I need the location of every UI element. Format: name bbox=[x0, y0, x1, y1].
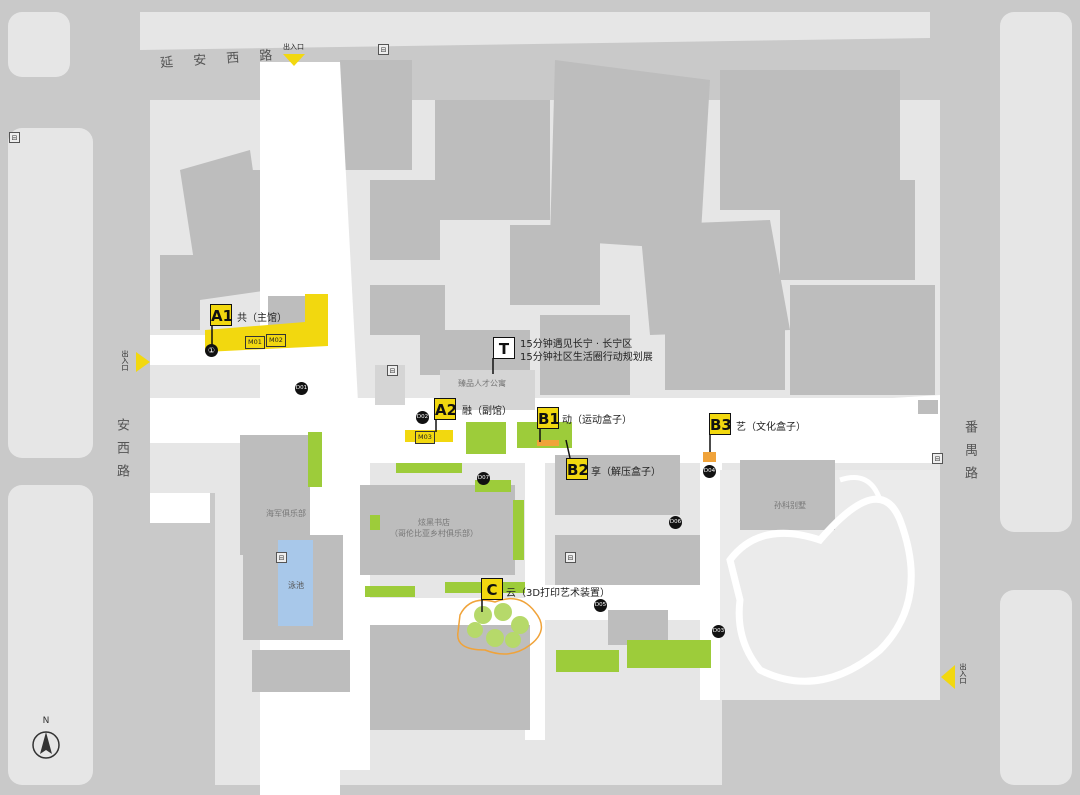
north-label: N bbox=[42, 716, 50, 726]
building-pool: 泳池 bbox=[288, 581, 304, 590]
marker-a1-label: 共（主馆） bbox=[237, 313, 287, 324]
point-m03: M03 bbox=[415, 431, 435, 444]
bus-stop-icon: ⊟ bbox=[378, 44, 389, 55]
point-d03: D03 bbox=[712, 625, 725, 638]
point-d07: D07 bbox=[477, 472, 490, 485]
point-m02: M02 bbox=[266, 334, 286, 347]
marker-b3-label: 艺（文化盒子） bbox=[736, 422, 806, 433]
marker-b1-flag[interactable]: B1 bbox=[537, 407, 560, 429]
building-bookstore: 炫黑书店 bbox=[418, 518, 450, 527]
entrance-north: 出入口 bbox=[283, 43, 304, 51]
a1-point: ① bbox=[205, 344, 218, 357]
marker-a2-label: 融（副馆） bbox=[462, 406, 512, 417]
bus-stop-icon: ⊟ bbox=[565, 552, 576, 563]
point-d04: D04 bbox=[703, 465, 716, 478]
bus-stop-icon: ⊟ bbox=[932, 453, 943, 464]
building-sun-ke-villa: 孙科别墅 bbox=[774, 501, 806, 510]
marker-c-label: 云（3D打印艺术装置） bbox=[506, 588, 611, 599]
point-d06: D06 bbox=[669, 516, 682, 529]
marker-b2-flag[interactable]: B2 bbox=[566, 458, 589, 480]
road-fanyu: 番禺路 bbox=[962, 420, 977, 489]
entrance-east: 出入口 bbox=[959, 663, 967, 684]
marker-a1-flag[interactable]: A1 bbox=[210, 304, 233, 326]
marker-t-line2: 15分钟社区生活圈行动规划展 bbox=[520, 352, 653, 363]
marker-b1-label: 动（运动盒子） bbox=[562, 415, 632, 426]
building-talent-apartment: 臻品人才公寓 bbox=[458, 379, 506, 388]
marker-a2-flag[interactable]: A2 bbox=[434, 398, 457, 420]
marker-t-flag[interactable]: T bbox=[493, 337, 515, 359]
building-bookstore-subtitle: （哥伦比亚乡村俱乐部） bbox=[390, 529, 478, 538]
building-navy-club: 海军俱乐部 bbox=[266, 509, 306, 518]
point-m01: M01 bbox=[245, 336, 265, 349]
point-d02: D02 bbox=[416, 411, 429, 424]
entrance-west: 出入口 bbox=[121, 350, 129, 371]
road-anxi: 安西路 bbox=[114, 418, 129, 487]
marker-t-line1: 15分钟遇见长宁 · 长宁区 bbox=[520, 339, 633, 350]
bus-stop-icon: ⊟ bbox=[276, 552, 287, 563]
marker-c-flag[interactable]: C bbox=[481, 578, 503, 600]
point-d01: D01 bbox=[295, 382, 308, 395]
bus-stop-icon: ⊟ bbox=[387, 365, 398, 376]
point-d05: D05 bbox=[594, 599, 607, 612]
north-compass-icon bbox=[32, 731, 60, 759]
marker-b3-flag[interactable]: B3 bbox=[709, 413, 732, 435]
marker-b2-label: 享（解压盒子） bbox=[591, 467, 661, 478]
bus-stop-icon: ⊟ bbox=[9, 132, 20, 143]
